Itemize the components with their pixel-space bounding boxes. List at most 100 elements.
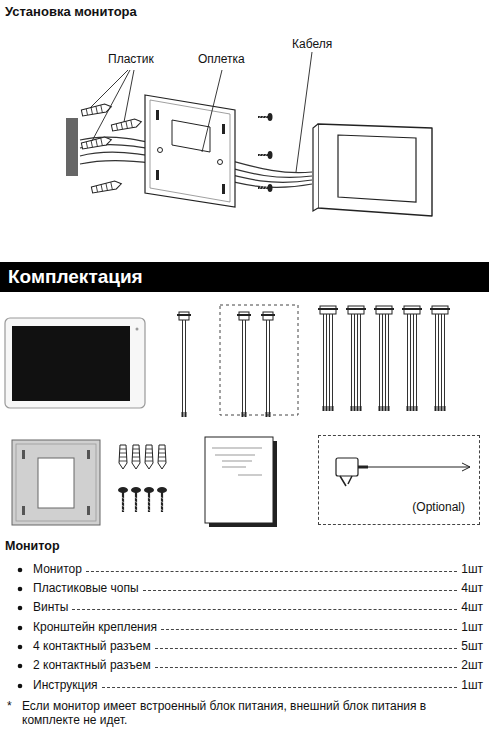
monitor-drawing [313, 124, 432, 216]
kit-bracket-part [87, 450, 90, 459]
item-name: 2 контактный разъем [33, 658, 151, 672]
kit-screws-part [157, 487, 167, 512]
wire-connector [177, 312, 191, 417]
wire-connector-part [435, 406, 437, 411]
wire-connector-part [402, 308, 422, 310]
wire-connector-part [430, 308, 450, 310]
mounting-bracket-part [218, 160, 223, 165]
power-adapter-part [340, 476, 352, 486]
list-bullets-part [18, 684, 23, 689]
wire-connector-part [444, 314, 445, 408]
wire-connector-part [351, 314, 352, 408]
dotted-leader [155, 648, 457, 649]
wire-connector-part [329, 314, 330, 408]
wire-connector-part [242, 320, 243, 414]
wire-connector-part [182, 412, 184, 417]
wire-connector-part [245, 320, 246, 414]
item-name: 4 контактный разъем [33, 639, 151, 653]
screws-part [258, 151, 273, 159]
wire-connector-part [416, 406, 418, 411]
mounting-bracket [145, 95, 235, 207]
screws-part [258, 184, 273, 192]
item-name: Пластиковые чопы [33, 581, 139, 595]
wire-connector-part [441, 314, 442, 408]
mounting-bracket-part [222, 184, 225, 194]
kit-screws [118, 487, 167, 512]
band-heading: Комплектация [8, 266, 143, 289]
plastic-plugs-part [91, 180, 122, 194]
dotted-leader [143, 590, 458, 591]
item-quantity: 5шт [461, 639, 483, 653]
power-adapter-part [358, 466, 368, 469]
screws [258, 113, 273, 192]
wire-connector-part [438, 406, 440, 411]
wire-connector-part [382, 314, 383, 408]
kit-monitor-part [5, 318, 145, 408]
manual-booklet [205, 437, 277, 527]
item-name: Кронштейн крепления [33, 620, 157, 634]
wire-connector-part [379, 314, 380, 408]
monitor-drawing-part [313, 124, 318, 211]
leader-lines-part [124, 70, 134, 122]
plastic-plugs-part [111, 118, 142, 132]
wire-connector [374, 306, 394, 411]
dotted-leader [72, 609, 457, 610]
monitor-drawing-part [338, 135, 416, 202]
power-adapter [336, 458, 470, 486]
dotted-leader [86, 571, 457, 572]
item-name: Винты [33, 600, 68, 614]
part-label: Пластик [108, 52, 154, 66]
wire-connectors [177, 306, 450, 417]
wire-connector-part [407, 314, 408, 408]
plastic-plugs [81, 103, 142, 194]
monitor-drawing-part [318, 124, 432, 216]
wire-connector-part [354, 314, 355, 408]
wire-connector [261, 312, 275, 417]
wire-connector [237, 312, 251, 417]
section-title: Установка монитора [5, 4, 137, 20]
wire-connector-part [438, 314, 439, 408]
kit-plugs-part [145, 445, 153, 469]
leader-lines-part [296, 52, 312, 172]
dotted-leader [102, 687, 458, 688]
wire-connector-part [410, 314, 411, 408]
wire-connector-part [435, 314, 436, 408]
wire-connector-part [261, 314, 275, 316]
optional-dashed-box-frame [220, 305, 298, 415]
wire-connector-part [444, 406, 446, 411]
list-bullets-part [18, 587, 23, 592]
wire-connector-part [269, 320, 270, 414]
leader-lines-part [202, 70, 222, 152]
kit-plugs-part [119, 445, 127, 469]
wire-connector-part [185, 320, 186, 414]
kit-bracket [12, 440, 100, 525]
kit-bracket-part [38, 458, 74, 508]
kit-screws-part [131, 487, 141, 512]
item-quantity: 4шт [461, 600, 483, 614]
kit-bracket-part [22, 506, 25, 515]
wire-connector-part [379, 406, 381, 411]
wire-connector [346, 306, 366, 411]
list-bullets-part [18, 626, 23, 631]
mounting-bracket-part [156, 110, 159, 120]
mounting-bracket-part [158, 148, 163, 153]
wire-connector-part [357, 314, 358, 408]
wire-connector-part [177, 314, 191, 316]
wire-connector-part [374, 308, 394, 310]
kit-plugs [119, 445, 166, 469]
wire-connector-part [388, 314, 389, 408]
wire-connector-part [318, 308, 338, 310]
item-name: Инструкция [33, 678, 98, 692]
item-quantity: 1шт [461, 562, 483, 576]
kit-monitor [5, 318, 145, 408]
part-label: Оплетка [198, 52, 245, 66]
kit-bracket-part [87, 506, 90, 515]
wire-connector-part [410, 406, 412, 411]
kit-screws-part [144, 487, 154, 512]
wire-connector-part [346, 308, 366, 310]
kit-plugs-part [158, 445, 166, 469]
power-adapter-part [336, 458, 358, 476]
wire-connector-part [407, 406, 409, 411]
wire-connector-part [182, 320, 183, 414]
wire-connector-part [329, 406, 331, 411]
